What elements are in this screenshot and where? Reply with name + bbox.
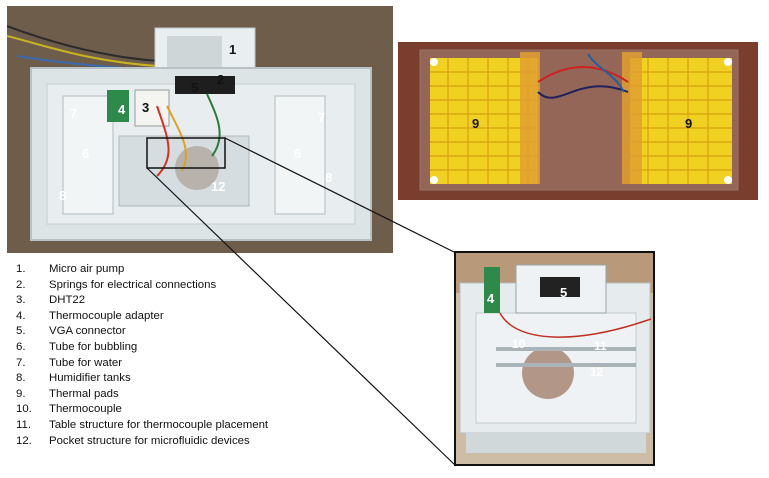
zoomed-detail-illustration (456, 253, 653, 464)
legend-text: Pocket structure for microfluidic device… (49, 434, 250, 447)
legend-text: Thermal pads (49, 387, 119, 400)
legend-item: 9. Thermal pads (16, 387, 376, 403)
zoomed-detail-photo: 4 5 10 11 12 (454, 251, 655, 466)
legend-item: 10. Thermocouple (16, 402, 376, 418)
legend-number: 5. (16, 325, 26, 338)
component-legend: 1. Micro air pump 2. Springs for electrical… (16, 262, 376, 449)
device-overview-illustration (7, 6, 393, 253)
legend-item: 5. VGA connector (16, 324, 376, 340)
zoom-label-10: 10 (512, 337, 526, 351)
legend-item: 12. Pocket structure for microfluidic dev… (16, 434, 376, 450)
label-6-right: 6 (294, 146, 302, 161)
legend-number: 1. (16, 263, 26, 275)
zoom-label-5: 5 (560, 285, 568, 300)
legend-item: 4. Thermocouple adapter (16, 309, 376, 325)
zoom-label-11: 11 (594, 339, 607, 353)
legend-text: Micro air pump (49, 263, 125, 275)
legend-text: VGA connector (49, 325, 126, 338)
label-1: 1 (229, 42, 237, 57)
thermal-pads-photo: 9 9 (398, 42, 758, 200)
zoom-label-4: 4 (487, 291, 495, 306)
legend-text: Thermocouple adapter (49, 309, 164, 322)
legend-item: 6. Tube for bubbling (16, 340, 376, 356)
label-7-right: 7 (318, 110, 326, 125)
label-7-left: 7 (70, 106, 78, 121)
legend-number: 2. (16, 278, 26, 291)
label-12: 12 (211, 179, 226, 194)
label-8-left: 8 (59, 188, 67, 203)
legend-number: 4. (16, 309, 26, 322)
label-6-left: 6 (82, 146, 90, 161)
legend-number: 6. (16, 340, 26, 353)
legend-item: 2. Springs for electrical connections (16, 278, 376, 294)
legend-text: Tube for bubbling (49, 340, 138, 353)
zoom-label-12: 12 (590, 365, 604, 379)
legend-number: 11. (16, 418, 31, 431)
label-9-right: 9 (685, 116, 693, 131)
legend-item: 8. Humidifier tanks (16, 371, 376, 387)
label-8-right: 8 (325, 170, 333, 185)
legend-text: Springs for electrical connections (49, 278, 217, 291)
legend-text: Humidifier tanks (49, 372, 131, 385)
legend-number: 3. (16, 294, 26, 307)
legend-number: 7. (16, 356, 26, 369)
legend-text: Table structure for thermocouple placeme… (49, 418, 269, 431)
legend-text: Thermocouple (49, 403, 122, 416)
legend-number: 8. (16, 372, 26, 385)
legend-item: 11. Table structure for thermocouple plac… (16, 418, 376, 434)
device-overview-photo: 1 2 3 4 5 6 6 7 7 8 8 12 (7, 6, 393, 253)
label-4: 4 (118, 102, 126, 117)
legend-number: 12. (16, 434, 32, 447)
legend-number: 9. (16, 387, 26, 400)
label-5: 5 (191, 80, 199, 95)
legend-item: 1. Micro air pump (16, 262, 376, 278)
label-3: 3 (142, 100, 150, 115)
label-2: 2 (217, 72, 225, 87)
legend-text: Tube for water (49, 356, 123, 369)
legend-item: 3. DHT22 (16, 293, 376, 309)
legend-text: DHT22 (49, 294, 86, 307)
label-9-left: 9 (472, 116, 480, 131)
legend-number: 10. (16, 403, 32, 416)
thermal-pads-illustration (398, 42, 758, 200)
legend-item: 7. Tube for water (16, 356, 376, 372)
